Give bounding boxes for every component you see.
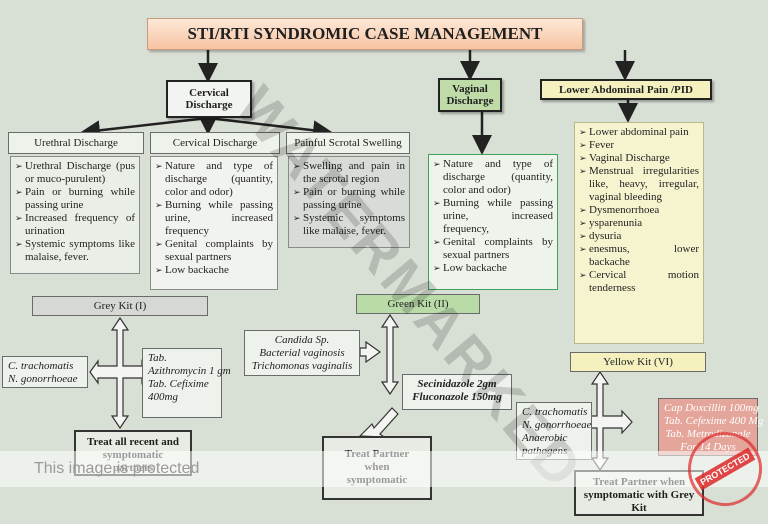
panel-cervical-symptoms: Nature and type of discharge (quantity, … xyxy=(150,156,278,290)
symptom-item: Swelling and pain in the scrotal region xyxy=(293,160,405,186)
line-item: C. trachomatis xyxy=(8,360,74,372)
line-item: Tab. Cefexime 400 Mg xyxy=(664,415,764,427)
line-item: 400mg xyxy=(148,391,178,403)
panel-urethral-symptoms: Urethral Discharge (pus or muco-purulent… xyxy=(10,156,140,274)
symptom-item: Nature and type of discharge (quantity, … xyxy=(433,158,553,197)
header-vaginal-discharge: Vaginal Discharge xyxy=(438,78,502,112)
line-item: Tab. Cefixime xyxy=(148,378,209,390)
line-item: For 14 Days xyxy=(680,441,736,453)
symptom-item: enesmus, lower backache xyxy=(579,243,699,269)
symptom-item: Menstrual irregularities like, heavy, ir… xyxy=(579,165,699,204)
symptom-item: Systemic symptoms like malaise, fever. xyxy=(293,212,405,238)
symptom-item: Low backache xyxy=(155,264,273,277)
symptom-item: Dysmenorrhoea xyxy=(579,204,699,217)
green-kit-label: Green Kit (II) xyxy=(356,294,480,314)
symptom-item: Increased frequency of urination xyxy=(15,212,135,238)
line-item: Treat all recent and xyxy=(87,436,179,448)
header-cervical-discharge: Cervical Discharge xyxy=(166,80,252,118)
yellow-kit-label: Yellow Kit (VI) xyxy=(570,352,706,372)
subheader-urethral-discharge: Urethral Discharge xyxy=(8,132,144,154)
symptom-item: Systemic symptoms like malaise, fever. xyxy=(15,238,135,264)
symptom-item: Cervical motion tenderness xyxy=(579,269,699,295)
panel-lower-abdominal-symptoms: Lower abdominal painFeverVaginal Dischar… xyxy=(574,122,704,344)
symptom-item: Low backache xyxy=(433,262,553,275)
symptom-item: ysparenunia xyxy=(579,217,699,230)
line-item: Anaerobic xyxy=(522,432,568,444)
line-item: Bacterial vaginosis xyxy=(259,347,345,359)
symptom-item: Burning while passing urine, increased f… xyxy=(433,197,553,236)
symptom-item: dysuria xyxy=(579,230,699,243)
page-title: STI/RTI SYNDROMIC CASE MANAGEMENT xyxy=(147,18,583,50)
line-item: Fluconazole 150mg xyxy=(412,391,502,403)
symptom-item: Vaginal Discharge xyxy=(579,152,699,165)
line-item: Candida Sp. xyxy=(274,334,330,346)
symptom-item: Burning while passing urine, increased f… xyxy=(155,199,273,238)
panel-vaginal-symptoms: Nature and type of discharge (quantity, … xyxy=(428,154,558,290)
symptom-item: Genital complaints by sexual partners xyxy=(155,238,273,264)
line-item: Kit xyxy=(631,502,647,514)
symptom-item: Pain or burning while passing urine xyxy=(15,186,135,212)
line-item: Tab. Metrodizonale xyxy=(665,428,751,440)
protected-notice: This image is protected xyxy=(0,451,768,487)
line-item: Tab. xyxy=(148,352,167,364)
stamp-label: PROTECTED xyxy=(694,447,756,491)
symptom-item: Pain or burning while passing urine xyxy=(293,186,405,212)
symptom-item: Genital complaints by sexual partners xyxy=(433,236,553,262)
line-item: Azithromycin 1 gm xyxy=(148,365,231,377)
symptom-item: Urethral Discharge (pus or muco-purulent… xyxy=(15,160,135,186)
symptom-item: Fever xyxy=(579,139,699,152)
line-item: C. trachomatis xyxy=(522,406,588,418)
symptom-item: Nature and type of discharge (quantity, … xyxy=(155,160,273,199)
line-item: N. gonorrhoeae xyxy=(522,419,592,431)
line-item: Secinidazole 2gm xyxy=(417,378,497,390)
line-item: Cap Doxcillin 100mg xyxy=(664,402,759,414)
subheader-cervical-discharge: Cervical Discharge xyxy=(150,132,280,154)
subheader-painful-scrotal-swelling: Painful Scrotal Swelling xyxy=(286,132,410,154)
grey-kit-label: Grey Kit (I) xyxy=(32,296,208,316)
symptom-item: Lower abdominal pain xyxy=(579,126,699,139)
line-item: N. gonorrhoeae xyxy=(8,373,78,385)
panel-scrotal-symptoms: Swelling and pain in the scrotal regionP… xyxy=(288,156,410,248)
header-lower-abdominal-pain: Lower Abdominal Pain /PID xyxy=(540,79,712,100)
line-item: symptomatic with Grey xyxy=(583,489,695,501)
line-item: Trichomonas vaginalis xyxy=(251,360,353,372)
